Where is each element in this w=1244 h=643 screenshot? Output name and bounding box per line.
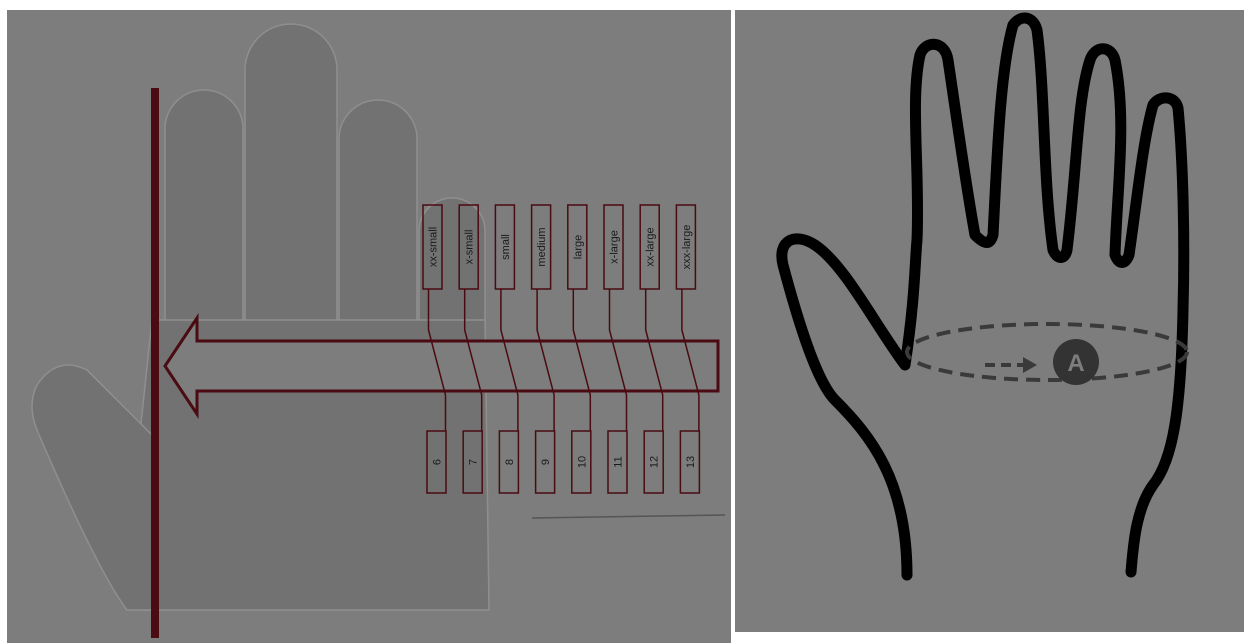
hand-measurement-panel: A xyxy=(735,10,1244,632)
size-number-box xyxy=(679,430,701,494)
size-number-box xyxy=(498,430,520,494)
size-label-box xyxy=(458,204,479,290)
size-label-box xyxy=(603,204,624,290)
size-number-box xyxy=(607,430,628,494)
size-number: 7 xyxy=(468,459,480,465)
size-number: 12 xyxy=(649,456,661,468)
size-label: xx-small xyxy=(428,227,440,267)
size-label-box xyxy=(530,204,552,290)
size-connector-line xyxy=(644,289,664,431)
size-connector-line xyxy=(572,289,592,431)
marker-letter: A xyxy=(1067,350,1084,377)
size-number: 9 xyxy=(540,459,552,465)
size-label-box xyxy=(422,204,443,290)
size-label: large xyxy=(572,235,584,259)
size-number-box xyxy=(534,430,556,494)
size-number-box xyxy=(643,430,664,494)
marker-badge xyxy=(1053,339,1099,385)
size-label: small xyxy=(500,234,512,260)
size-number: 6 xyxy=(432,459,444,465)
size-number: 8 xyxy=(504,459,516,465)
size-connector-line xyxy=(608,289,628,431)
size-number-box xyxy=(462,430,483,494)
glove-size-chart: xx-small 6 x-small 7 small 8 medium 9 large 10 x-l… xyxy=(31,23,726,638)
hand-measurement-diagram: A xyxy=(776,12,1190,581)
size-label-box xyxy=(567,204,588,290)
size-number-box xyxy=(571,430,592,494)
hand-silhouette xyxy=(31,23,490,611)
size-label-box xyxy=(675,204,697,290)
size-label-box xyxy=(494,204,516,290)
size-number: 11 xyxy=(613,456,625,467)
size-columns: xx-small 6 x-small 7 small 8 medium 9 large 10 x-l… xyxy=(422,204,701,494)
size-connector-line xyxy=(463,289,483,431)
measure-arrow xyxy=(163,313,720,419)
hand-outline xyxy=(776,12,1190,581)
glove-size-chart-panel: xx-small 6 x-small 7 small 8 medium 9 large 10 x-l… xyxy=(7,10,731,643)
size-connector-line xyxy=(536,289,555,431)
size-label: medium xyxy=(536,227,548,266)
size-label: x-small xyxy=(464,230,476,265)
size-connector-line xyxy=(681,289,700,431)
size-label: xxx-large xyxy=(681,225,693,270)
size-number-box xyxy=(426,430,447,494)
thumb xyxy=(31,364,158,611)
size-label: xx-large xyxy=(645,227,657,266)
size-label-box xyxy=(639,204,660,290)
direction-arrow-icon xyxy=(1023,357,1037,373)
size-label: x-large xyxy=(609,230,621,264)
size-connector-line xyxy=(427,289,447,431)
size-number: 10 xyxy=(576,456,588,468)
palm-circumference-dashes xyxy=(905,322,1189,382)
size-number: 13 xyxy=(685,456,697,468)
size-connector-line xyxy=(500,289,519,431)
chart-baseline xyxy=(531,514,726,519)
